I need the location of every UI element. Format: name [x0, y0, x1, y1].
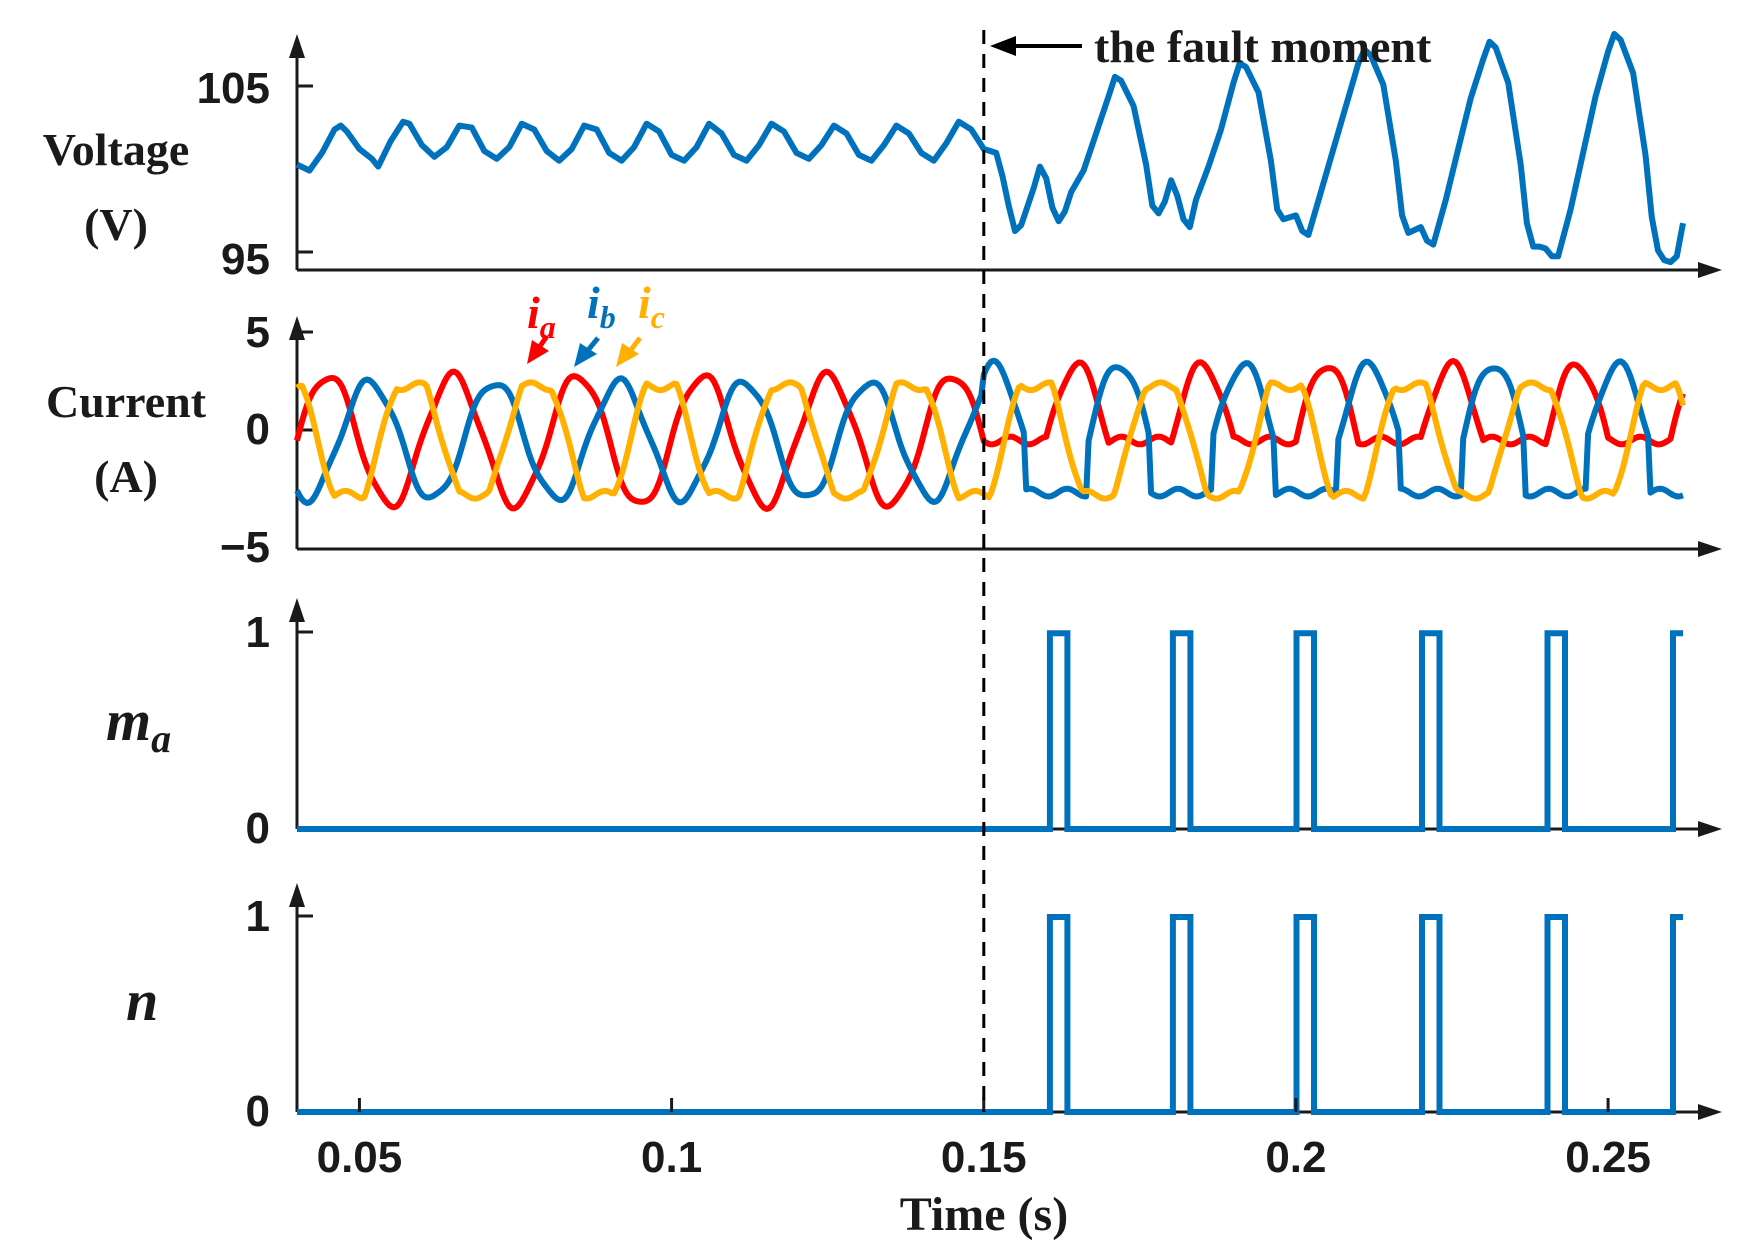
n-x-arrow	[1698, 1104, 1722, 1120]
ma-ylabel-main: m	[106, 688, 151, 753]
legend-ic: ic	[616, 277, 665, 367]
voltage-ylabel-line-1: Voltage	[43, 124, 190, 175]
x-tick-label-0.2: 0.2	[1265, 1133, 1326, 1182]
x-tick-label-0.05: 0.05	[317, 1133, 403, 1182]
current-ytick-5: 5	[246, 308, 270, 357]
ma-ytick-1: 1	[246, 608, 270, 657]
voltage-axes	[289, 34, 1722, 278]
panel-current: Current (A) 5 0 −5 ia ib ic	[46, 277, 1722, 572]
n-ytick-0: 0	[246, 1087, 270, 1136]
legend-ib-label: ib	[587, 277, 616, 335]
current-ytick-minus-5: −5	[220, 523, 270, 572]
n-series-line	[297, 914, 1683, 1115]
n-ylabel: n	[126, 968, 158, 1033]
current-ylabel-line-2: (A)	[94, 451, 158, 502]
ma-ytick-0: 0	[246, 804, 270, 853]
legend-ib-sub: b	[600, 299, 616, 335]
voltage-ytick-95: 95	[221, 235, 270, 284]
current-y-arrow	[289, 316, 305, 340]
ma-ylabel-sub: a	[151, 716, 171, 761]
legend-ic-arrowhead	[616, 343, 639, 367]
x-tick-label-0.25: 0.25	[1565, 1133, 1651, 1182]
n-axes	[289, 883, 1722, 1120]
legend-ia-arrowhead	[527, 340, 549, 364]
voltage-ytick-105: 105	[197, 64, 270, 113]
voltage-y-arrow	[289, 34, 305, 58]
panel-n: n 1 0	[126, 883, 1722, 1136]
legend-ia-sub: a	[540, 309, 556, 345]
panel-ma: ma 1 0	[106, 598, 1722, 853]
panel-voltage: Voltage (V) 105 95	[43, 30, 1722, 284]
legend-ib: ib	[574, 277, 616, 367]
fault-annotation-arrowhead	[990, 36, 1016, 56]
legend-ic-sub: c	[651, 299, 665, 335]
current-ia-line	[294, 358, 1686, 512]
x-tick-label-0.1: 0.1	[641, 1133, 702, 1182]
current-ib-line	[294, 357, 1684, 506]
x-tick-label-0.15: 0.15	[941, 1133, 1027, 1182]
legend-ia: ia	[527, 287, 556, 364]
voltage-series-line	[295, 30, 1686, 266]
n-ytick-1: 1	[246, 892, 270, 941]
n-y-arrow	[289, 883, 305, 907]
legend-ia-main: i	[527, 287, 540, 338]
current-ic-line	[295, 379, 1686, 502]
current-ylabel-line-1: Current	[46, 376, 207, 427]
x-ticks: 0.05 0.1 0.15 0.2 0.25	[317, 1098, 1651, 1182]
fault-annotation: the fault moment	[990, 21, 1432, 72]
legend-ic-label: ic	[638, 277, 665, 335]
ma-ylabel: ma	[106, 688, 171, 761]
legend-ib-main: i	[587, 277, 600, 328]
current-ytick-0: 0	[246, 405, 270, 454]
ma-y-arrow	[289, 598, 305, 622]
ma-axes	[289, 598, 1722, 837]
x-axis-label: Time (s)	[900, 1188, 1068, 1241]
ma-x-arrow	[1698, 821, 1722, 837]
ma-series-line	[297, 630, 1683, 832]
current-x-arrow	[1698, 541, 1722, 557]
legend-ib-arrowhead	[574, 343, 597, 367]
voltage-ylabel-line-2: (V)	[84, 199, 148, 250]
voltage-x-arrow	[1698, 262, 1722, 278]
fault-annotation-label: the fault moment	[1094, 21, 1432, 72]
legend-ic-main: i	[638, 277, 651, 328]
legend-ia-label: ia	[527, 287, 556, 345]
